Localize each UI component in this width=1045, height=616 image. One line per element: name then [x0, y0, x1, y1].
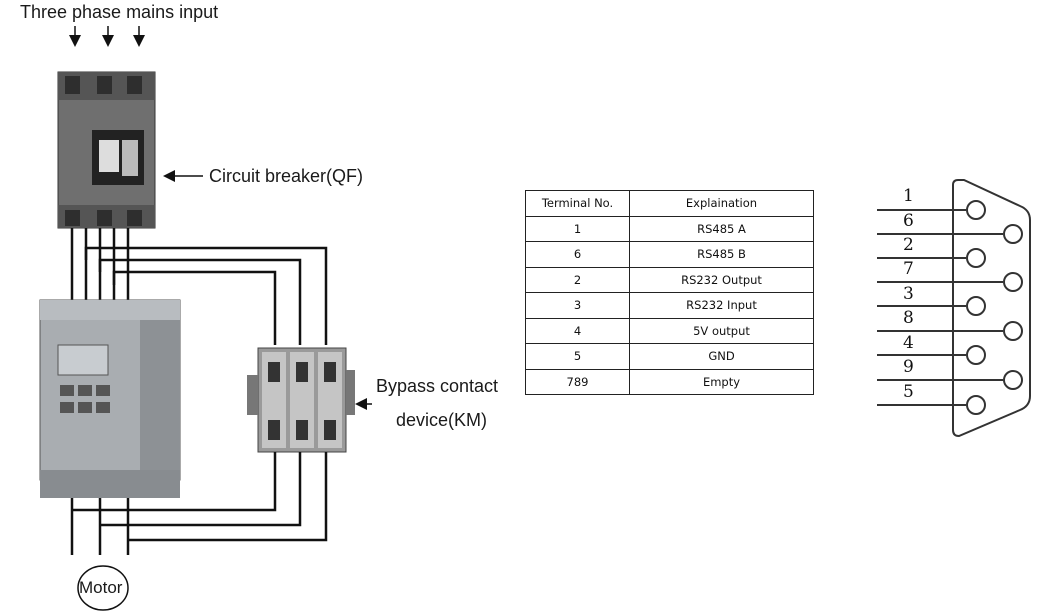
explanation-cell: RS232 Input [629, 292, 814, 319]
bypass-contactor [247, 347, 355, 453]
pin-number: 8 [903, 308, 914, 328]
pin-number: 4 [903, 333, 914, 353]
explanation-cell: RS485 A [629, 215, 814, 242]
soft-starter [39, 299, 181, 498]
terminal-no-cell: 2 [525, 266, 630, 293]
terminal-no-cell: 4 [525, 317, 630, 344]
header-terminal-no: Terminal No. [525, 190, 630, 217]
table-row: 3 RS232 Input [525, 292, 814, 319]
circuit-breaker-label: Circuit breaker(QF) [209, 166, 364, 186]
motor-symbol [77, 565, 129, 611]
pin-number: 2 [903, 235, 914, 255]
mains-input-label: Three phase mains input [20, 2, 219, 22]
mains-input-arrows [69, 26, 145, 47]
table-row: 5 GND [525, 343, 814, 370]
terminal-no-cell: 6 [525, 241, 630, 268]
terminal-no-cell: 1 [525, 215, 630, 242]
explanation-cell: 5V output [629, 317, 814, 344]
pin-number: 9 [903, 357, 914, 377]
db9-connector [877, 179, 1031, 438]
table-row: 2 RS232 Output [525, 266, 814, 293]
pin-number: 5 [903, 382, 914, 402]
motor-wires [70, 452, 328, 555]
terminal-no-cell: 789 [525, 368, 630, 395]
table-row: 789 Empty [525, 368, 814, 395]
terminal-no-cell: 3 [525, 292, 630, 319]
table-row: 4 5V output [525, 317, 814, 344]
table-row: 1 RS485 A [525, 215, 814, 242]
pin-number: 3 [903, 284, 914, 304]
pin-number: 1 [903, 186, 914, 206]
header-explanation: Explaination [629, 190, 814, 217]
terminal-table: Terminal No. Explaination 1 RS485 A 6 RS… [525, 190, 814, 395]
pin-number: 6 [903, 211, 914, 231]
pin-number: 7 [903, 259, 914, 279]
motor-label: Motor [79, 578, 123, 597]
breaker-wires [70, 228, 328, 345]
explanation-cell: RS485 B [629, 241, 814, 268]
explanation-cell: Empty [629, 368, 814, 395]
bypass-label-line2: device(KM) [396, 410, 488, 430]
explanation-cell: RS232 Output [629, 266, 814, 293]
terminal-no-cell: 5 [525, 343, 630, 370]
circuit-breaker [57, 71, 156, 229]
explanation-cell: GND [629, 343, 814, 370]
table-header-row: Terminal No. Explaination [525, 190, 814, 217]
table-row: 6 RS485 B [525, 241, 814, 268]
bypass-label-line1: Bypass contact [376, 376, 499, 396]
